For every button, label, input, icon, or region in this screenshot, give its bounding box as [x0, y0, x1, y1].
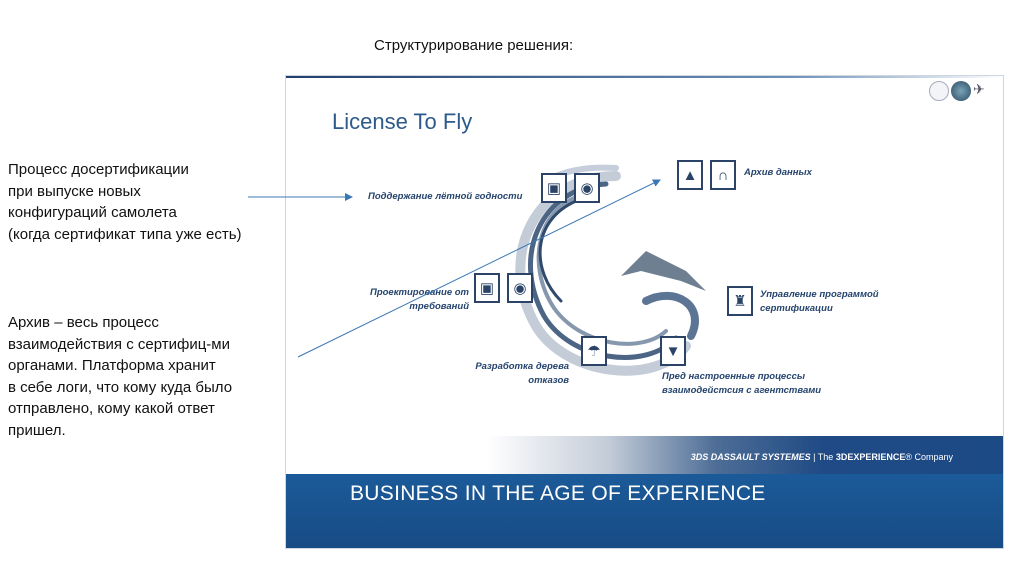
note-line: конфигураций самолета: [8, 204, 177, 221]
lamp-icon: ▲: [677, 160, 703, 190]
model-icon: ▣: [541, 173, 567, 203]
note-line: Архив – весь процесс: [8, 314, 159, 331]
label-processes: Пред настроенные процессы взаимодейстсия…: [662, 370, 821, 398]
certificate-icon: ♜: [727, 286, 753, 316]
note-line: (когда сертификат типа уже есть): [8, 225, 242, 243]
label-line: взаимодейстсия с агентствами: [662, 385, 822, 396]
label-line: требований: [409, 301, 469, 312]
slide-title: License To Fly: [332, 109, 473, 134]
label-line: сертификации: [760, 303, 833, 314]
gradient-band: [286, 436, 1003, 474]
note-line: Процесс досертификации: [8, 161, 189, 178]
gear-logo-icon: [929, 81, 949, 101]
note-recertification: Процесс досертификации при выпуске новых…: [8, 159, 242, 245]
dassault-logo: 3DS DASSAULT SYSTEMES: [690, 452, 811, 462]
lightbulb-icon: ◉: [574, 173, 600, 203]
brand-suffix: ® Company: [905, 452, 953, 462]
note-archive: Архив – весь процесс взаимодействия с се…: [8, 312, 232, 441]
label-fault-tree: Разработка дерева отказов: [456, 360, 569, 388]
model-icon: ▣: [474, 273, 500, 303]
label-line: отказов: [528, 375, 569, 386]
label-line: Проектирование от: [369, 287, 469, 298]
lightbulb-icon: ◉: [507, 273, 533, 303]
brand-bold: 3DEXPERIENCE: [835, 452, 906, 462]
slide: ✈ License To Fly Поддержание лётной годн…: [285, 75, 1004, 549]
label-archive: Архив данных: [744, 167, 812, 178]
footer-slogan: BUSINESS IN THE AGE OF EXPERIENCE: [350, 482, 766, 505]
crane-icon: ∩: [710, 160, 736, 190]
slide-top-line: [286, 76, 1003, 78]
note-line: отправлено, кому какой ответ: [8, 400, 215, 417]
note-line: пришел.: [8, 421, 66, 439]
globe-logo-icon: [951, 81, 971, 101]
note-line: взаимодействия с сертифиц-ми: [8, 335, 230, 353]
label-certification: Управление программой сертификации: [760, 288, 879, 316]
corner-logos: ✈: [929, 81, 995, 101]
funnel-icon: ▼: [660, 336, 686, 366]
dassault-brand: 3DS DASSAULT SYSTEMES | The 3DEXPERIENCE…: [691, 452, 953, 462]
slide-footer: BUSINESS IN THE AGE OF EXPERIENCE: [286, 474, 1003, 548]
aircraft-icon: [621, 251, 706, 291]
label-line: Разработка дерева: [475, 361, 569, 372]
note-line: при выпуске новых: [8, 182, 141, 200]
brand-prefix: The: [817, 452, 836, 462]
note-line: органами. Платформа хранит: [8, 357, 216, 374]
label-airworthiness: Поддержание лётной годности: [368, 191, 523, 202]
page-heading: Структурирование решения:: [374, 37, 574, 54]
note-line: в себе логи, что кому куда было: [8, 378, 233, 396]
label-line: Управление программой: [760, 289, 879, 300]
label-line: Пред настроенные процессы: [662, 371, 805, 382]
jet-logo-icon: ✈: [973, 81, 985, 97]
label-design: Проектирование от требований: [356, 286, 469, 314]
separator: |: [813, 452, 816, 462]
umbrella-icon: ☂: [581, 336, 607, 366]
